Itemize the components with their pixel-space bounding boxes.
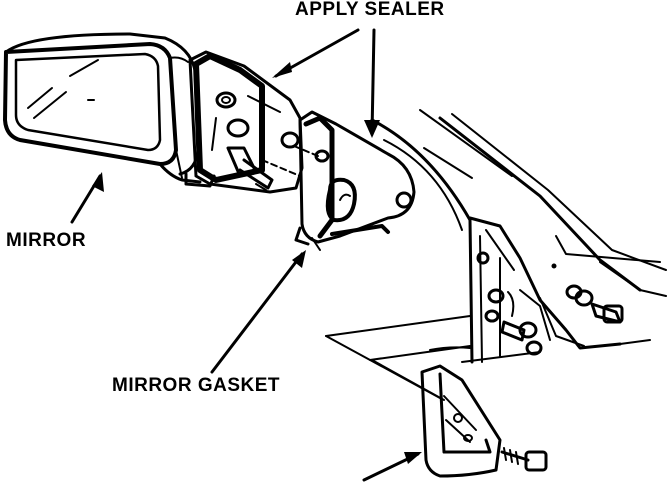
arrowheads bbox=[92, 62, 422, 464]
mirror-housing bbox=[3, 32, 202, 184]
apply-sealer-label: APPLY SEALER bbox=[295, 0, 445, 20]
mirror-base bbox=[184, 50, 319, 194]
door-frame bbox=[325, 109, 667, 401]
mirror-label: MIRROR bbox=[6, 230, 87, 251]
mirror-gasket-part bbox=[294, 110, 416, 251]
corner-trim bbox=[420, 364, 548, 478]
mirror-gasket-arrow bbox=[210, 252, 304, 374]
callout-arrows bbox=[70, 28, 420, 482]
mirror-gasket-label: MIRROR GASKET bbox=[112, 375, 280, 396]
apply-sealer-arrow-right bbox=[370, 28, 376, 136]
